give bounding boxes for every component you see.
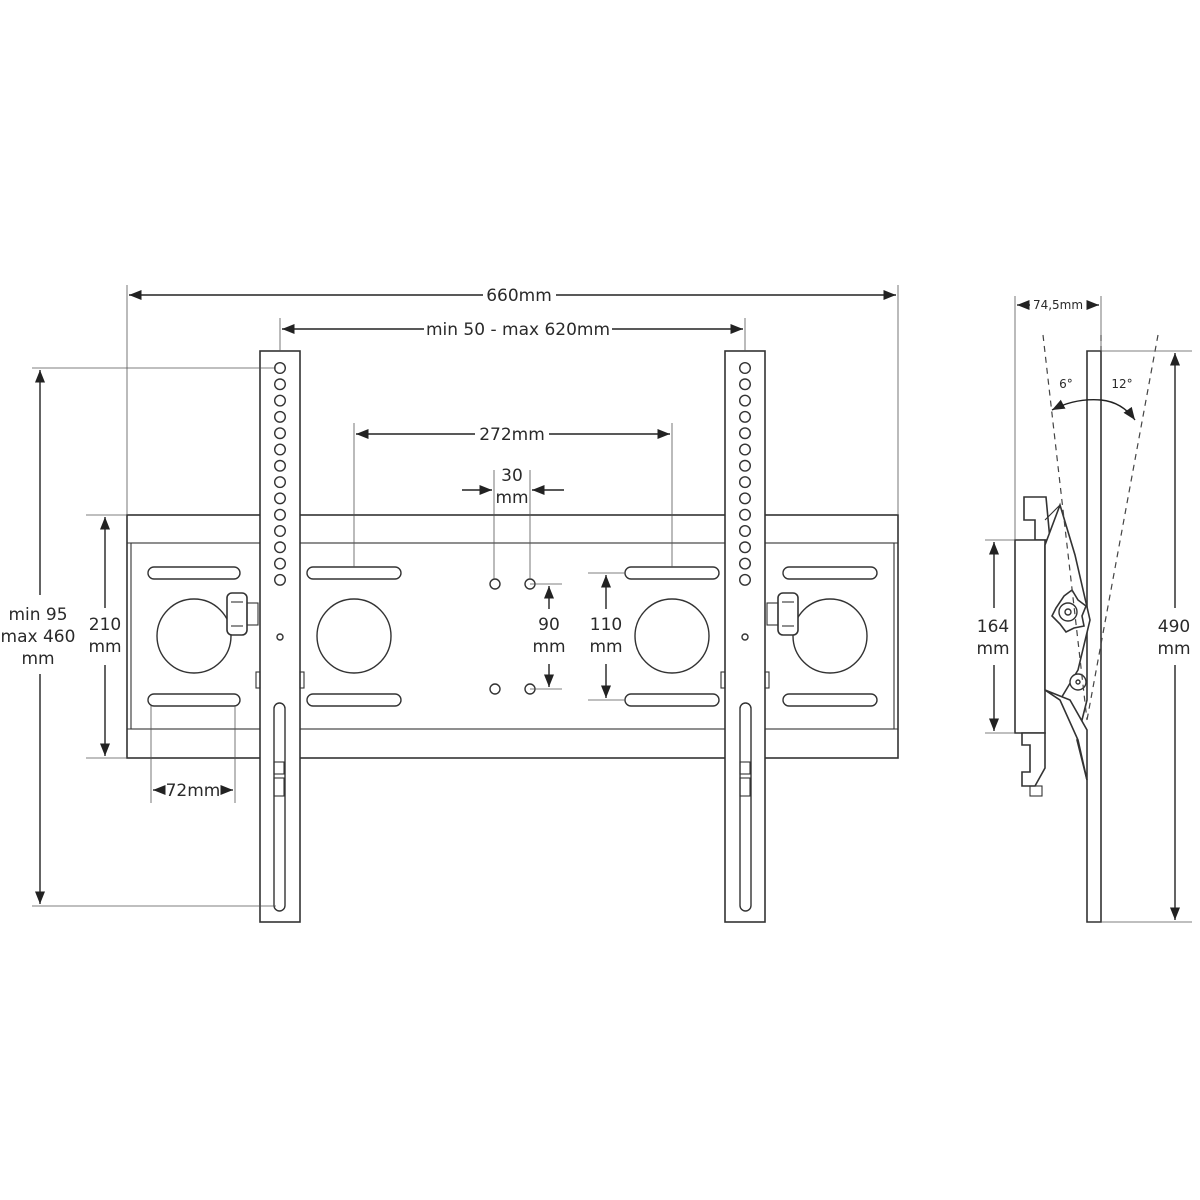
rail-hole [274, 573, 287, 586]
dim-plate-height: 210 mm [86, 514, 127, 759]
left-rail [255, 350, 305, 923]
dim-vertical-range: min 95 max 460 mm [1, 367, 276, 907]
rail-hole [739, 492, 752, 505]
rail-hole [739, 557, 752, 570]
vertical-range-line2: max 460 [1, 627, 76, 647]
hole-spacing-v-value: 90 [538, 615, 560, 635]
rail-hole [739, 508, 752, 521]
dim-tilt-angles: 6° 12° [1051, 377, 1136, 421]
rail-hole [739, 573, 752, 586]
wall-plate [126, 514, 899, 759]
overall-width-label: 660mm [486, 286, 552, 306]
rail-hole [274, 459, 287, 472]
total-height-value: 490 [1158, 617, 1190, 637]
dim-slot-height: 110 mm [588, 572, 625, 701]
dim-depth: 74,5mm [1014, 296, 1102, 540]
dim-bracket-height: 164 mm [976, 539, 1015, 734]
plate-height-value: 210 [89, 615, 121, 635]
bracket-height-value: 164 [977, 617, 1009, 637]
tilt-back-label: 12° [1111, 377, 1132, 391]
plate-height-unit: mm [88, 637, 121, 657]
rail-hole [274, 476, 287, 489]
rail-hole [739, 394, 752, 407]
depth-label: 74,5mm [1033, 298, 1083, 312]
dim-slot-spacing: 272mm [353, 423, 673, 567]
dim-slot-length: 72mm [150, 706, 236, 803]
bracket-height-unit: mm [976, 639, 1009, 659]
rail-hole [739, 362, 752, 375]
side-wall-bracket [1014, 496, 1051, 797]
rail-hole [739, 459, 752, 472]
side-view: 6° 12° 74,5mm 164 mm 490 mm [976, 296, 1192, 923]
dim-total-height: 490 mm [1101, 350, 1192, 923]
left-knob-icon [226, 592, 259, 636]
slot-length-label: 72mm [166, 781, 221, 801]
rail-hole [274, 492, 287, 505]
hole-spacing-v-unit: mm [532, 637, 565, 657]
rail-spacing-label: min 50 - max 620mm [426, 320, 610, 340]
side-knob-icon [1051, 588, 1087, 634]
plate-large-holes [156, 598, 868, 674]
vertical-range-line3: mm [21, 649, 54, 669]
rail-hole [274, 508, 287, 521]
dim-hole-spacing-v: 90 mm [530, 583, 566, 690]
slot-height-value: 110 [590, 615, 622, 635]
slot-height-unit: mm [589, 637, 622, 657]
rail-hole [739, 443, 752, 456]
dim-overall-width: 660mm [126, 285, 899, 515]
front-view: 660mm min 50 - max 620mm 272mm 30 mm [1, 285, 899, 923]
vertical-range-line1: min 95 [8, 605, 67, 625]
rail-hole [274, 394, 287, 407]
hole-spacing-h-value: 30 [501, 466, 523, 486]
rail-hole [274, 525, 287, 538]
rail-hole [739, 541, 752, 554]
rail-hole [274, 362, 287, 375]
rail-hole [274, 410, 287, 423]
rail-hole [274, 427, 287, 440]
slot-spacing-label: 272mm [479, 425, 545, 445]
rail-hole [739, 476, 752, 489]
rail-hole [274, 541, 287, 554]
rail-hole [274, 557, 287, 570]
rail-hole [274, 443, 287, 456]
rail-hole [739, 427, 752, 440]
rail-hole [739, 410, 752, 423]
right-rail [720, 350, 770, 923]
rail-hole [739, 378, 752, 391]
total-height-unit: mm [1157, 639, 1190, 659]
rail-hole [274, 378, 287, 391]
dim-rail-spacing: min 50 - max 620mm [279, 318, 746, 351]
hole-spacing-h-unit: mm [495, 488, 528, 508]
tilt-forward-label: 6° [1059, 377, 1073, 391]
rail-hole [739, 525, 752, 538]
right-knob-icon [766, 592, 799, 636]
dim-hole-spacing-h: 30 mm [462, 466, 564, 579]
